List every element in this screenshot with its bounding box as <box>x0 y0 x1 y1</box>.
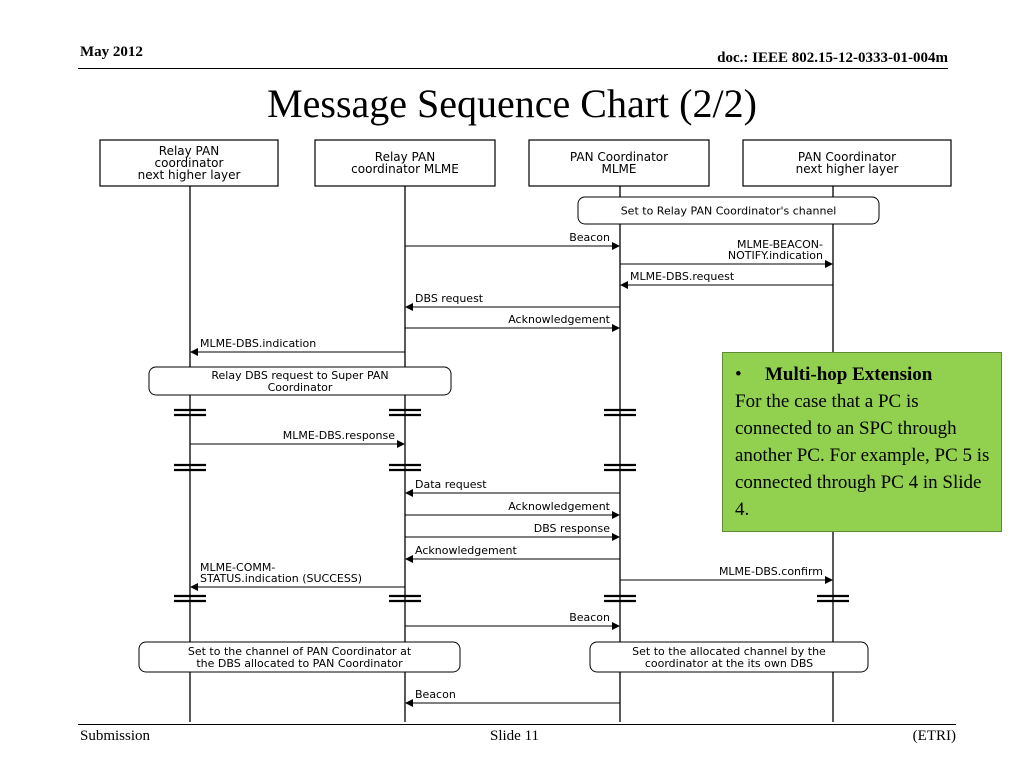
participant-box <box>742 139 952 187</box>
note-box <box>138 641 461 673</box>
participant-label: MLME <box>602 162 637 176</box>
note-label: Relay DBS request to Super PAN <box>211 369 388 382</box>
callout-text: For the case that a PC is connected to a… <box>735 391 990 520</box>
message-label: MLME-DBS.confirm <box>719 565 823 578</box>
callout-heading: Multi-hop Extension <box>765 364 933 385</box>
note-label: Set to Relay PAN Coordinator's channel <box>621 205 837 218</box>
message-label: Beacon <box>569 231 610 244</box>
message-label: STATUS.indication (SUCCESS) <box>200 572 362 585</box>
message-label: Beacon <box>569 611 610 624</box>
header-doc-id: doc.: IEEE 802.15-12-0333-01-004m <box>717 50 948 66</box>
participant-box <box>314 139 496 187</box>
participant-box <box>99 139 279 187</box>
participant-label: next higher layer <box>138 168 241 182</box>
footer-submission: Submission <box>80 728 151 744</box>
participant-label: coordinator <box>155 156 224 170</box>
message-label: MLME-DBS.request <box>630 270 735 283</box>
note-box <box>577 196 880 225</box>
participant-label: Relay PAN <box>375 150 435 164</box>
multi-hop-callout: • Multi-hop Extension For the case that a… <box>722 352 1002 532</box>
note-label: Set to the allocated channel by the <box>632 645 826 658</box>
participant-box <box>528 139 710 187</box>
message-label: NOTIFY.indication <box>728 249 823 262</box>
footer-org: (ETRI) <box>912 728 956 744</box>
note-label: Coordinator <box>268 381 333 394</box>
message-label: MLME-BEACON- <box>737 238 823 251</box>
slide-title: Message Sequence Chart (2/2) <box>267 81 757 126</box>
participant-label: Relay PAN <box>159 144 219 158</box>
participant-label: coordinator MLME <box>351 162 459 176</box>
note-label: coordinator at the its own DBS <box>645 657 813 670</box>
message-label: MLME-COMM- <box>200 561 275 574</box>
note-box <box>589 641 869 673</box>
message-label: Acknowledgement <box>508 500 610 513</box>
message-label: Acknowledgement <box>415 544 517 557</box>
message-label: DBS request <box>415 292 484 305</box>
message-label: Data request <box>415 478 487 491</box>
footer-rule <box>78 724 956 725</box>
message-label: MLME-DBS.response <box>283 429 396 442</box>
participant-label: PAN Coordinator <box>798 150 896 164</box>
message-label: Beacon <box>415 688 456 701</box>
header-rule <box>78 68 948 69</box>
callout-bullet: • <box>735 364 742 385</box>
note-label: the DBS allocated to PAN Coordinator <box>196 657 403 670</box>
note-label: Set to the channel of PAN Coordinator at <box>188 645 412 658</box>
participant-label: next higher layer <box>796 162 899 176</box>
message-label: MLME-DBS.indication <box>200 337 316 350</box>
message-label: DBS response <box>534 522 610 535</box>
note-box <box>148 366 452 396</box>
participant-label: PAN Coordinator <box>570 150 668 164</box>
footer-slide-number: Slide 11 <box>490 728 540 744</box>
header-date: May 2012 <box>80 44 143 60</box>
message-label: Acknowledgement <box>508 313 610 326</box>
